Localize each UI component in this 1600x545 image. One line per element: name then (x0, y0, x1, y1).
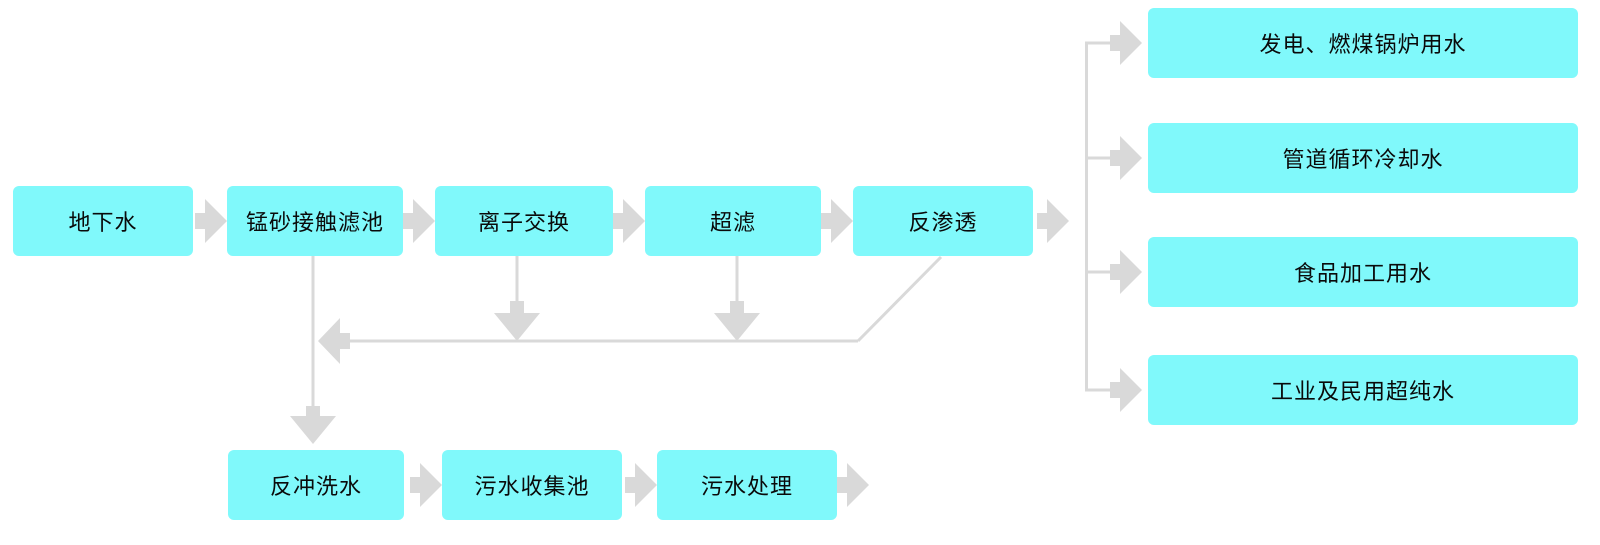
node-reverse-osmosis-label: 反渗透 (908, 210, 978, 235)
arrow-ro-output-icon (1037, 199, 1069, 243)
node-sewage-collection: 污水收集池 (442, 450, 622, 520)
arrow-ion-to-ultrafiltration-icon (613, 199, 645, 243)
node-ultrafiltration-label: 超滤 (709, 210, 756, 235)
node-sewage-collection-label: 污水收集池 (474, 474, 590, 499)
arrow-to-power-icon (1110, 21, 1142, 65)
arrow-manganese-to-ion-icon (403, 199, 435, 243)
node-manganese-filter-label: 锰砂接触滤池 (245, 210, 384, 235)
node-backwash-water: 反冲洗水 (228, 450, 404, 520)
line-ion-drop (515, 256, 519, 305)
arrow-groundwater-to-manganese-icon (195, 199, 227, 243)
node-power-boiler-water-label: 发电、燃煤锅炉用水 (1259, 32, 1467, 57)
node-ion-exchange: 离子交换 (435, 186, 613, 256)
node-groundwater-label: 地下水 (68, 210, 138, 235)
line-output-rail (1085, 41, 1088, 392)
node-food-processing-water: 食品加工用水 (1148, 237, 1578, 307)
node-sewage-treatment: 污水处理 (657, 450, 837, 520)
node-backwash-water-label: 反冲洗水 (269, 474, 362, 499)
line-stub-cooling (1085, 156, 1112, 160)
node-ultrapure-water-label: 工业及民用超纯水 (1270, 379, 1455, 404)
arrow-collector-left-icon (318, 318, 350, 364)
node-pipe-cooling-water-label: 管道循环冷却水 (1282, 147, 1444, 172)
line-manganese-drop (311, 256, 315, 410)
node-reverse-osmosis: 反渗透 (853, 186, 1033, 256)
line-collector (348, 339, 858, 343)
line-ro-diagonal (856, 255, 943, 343)
line-stub-power (1085, 41, 1112, 45)
node-power-boiler-water: 发电、燃煤锅炉用水 (1148, 8, 1578, 78)
arrow-ultrafiltration-drop-icon (714, 301, 760, 341)
node-manganese-filter: 锰砂接触滤池 (227, 186, 403, 256)
arrow-ultrafiltration-to-ro-icon (821, 199, 853, 243)
arrow-to-ultrapure-icon (1110, 368, 1142, 412)
arrow-to-cooling-icon (1110, 136, 1142, 180)
line-stub-ultrapure (1085, 388, 1112, 392)
node-groundwater: 地下水 (13, 186, 193, 256)
node-ultrapure-water: 工业及民用超纯水 (1148, 355, 1578, 425)
arrow-ion-drop-icon (494, 301, 540, 341)
arrow-to-food-icon (1110, 250, 1142, 294)
arrow-collection-to-treatment-icon (625, 463, 657, 507)
node-sewage-treatment-label: 污水处理 (700, 474, 793, 499)
node-ultrafiltration: 超滤 (645, 186, 821, 256)
line-stub-food (1085, 270, 1112, 274)
node-food-processing-water-label: 食品加工用水 (1293, 261, 1432, 286)
arrow-manganese-to-backwash-icon (290, 406, 336, 444)
line-ultrafiltration-drop (735, 256, 739, 305)
node-pipe-cooling-water: 管道循环冷却水 (1148, 123, 1578, 193)
arrow-backwash-to-collection-icon (410, 463, 442, 507)
arrow-treatment-out-icon (837, 463, 869, 507)
node-ion-exchange-label: 离子交换 (477, 210, 570, 235)
